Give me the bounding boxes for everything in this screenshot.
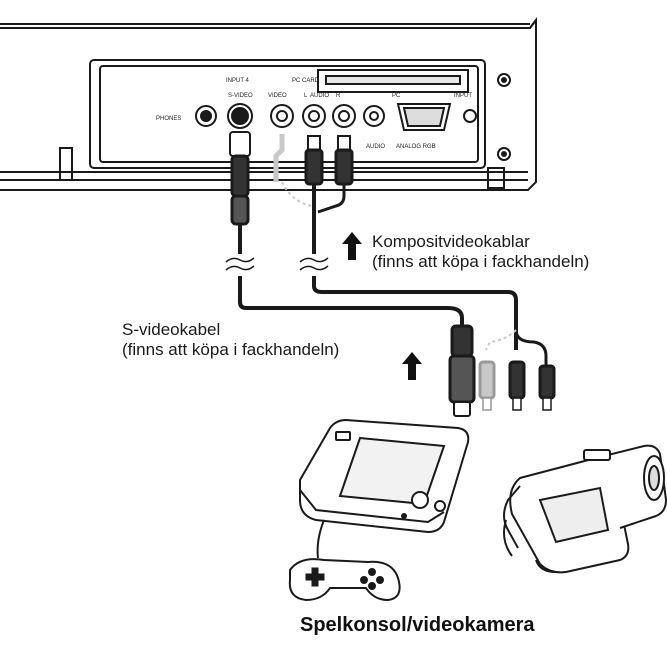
composite-cable-label-1: Kompositvideokablar (372, 232, 530, 251)
analog-rgb-label: ANALOG RGB (396, 144, 436, 150)
svideo-cable-label-1: S-videokabel (122, 320, 221, 339)
composite-cable-label-2: (finns att köpa i fackhandeln) (372, 252, 590, 271)
device-rear-panel (0, 17, 537, 191)
video-port-label: VIDEO (268, 93, 287, 99)
audio-pc-label: AUDIO (366, 144, 385, 150)
composite-cables (273, 134, 556, 411)
camcorder-illustration (503, 444, 667, 574)
composite-arrow-icon (342, 232, 362, 260)
svideo-arrow-icon (402, 352, 422, 380)
audio-r-label: R (336, 93, 341, 99)
game-console-illustration (288, 418, 470, 602)
pc-card-label: PC CARD (292, 78, 320, 84)
panel-labels: INPUT 4 S-VIDEO VIDEO AUDIO R L PC CARD … (156, 78, 472, 150)
audio-l-label: L (304, 93, 308, 99)
phones-label: PHONES (156, 116, 181, 122)
svideo-cable-label-2: (finns att köpa i fackhandeln) (122, 340, 340, 359)
audio-port-label: AUDIO (310, 93, 329, 99)
svideo-port-label: S-VIDEO (228, 93, 253, 99)
input-select-label: INPUT (454, 93, 472, 99)
input4-label: INPUT 4 (226, 78, 250, 84)
svideo-cable (225, 131, 476, 417)
pc-label: PC (392, 93, 401, 99)
device-caption: Spelkonsol/videokamera (300, 614, 535, 636)
